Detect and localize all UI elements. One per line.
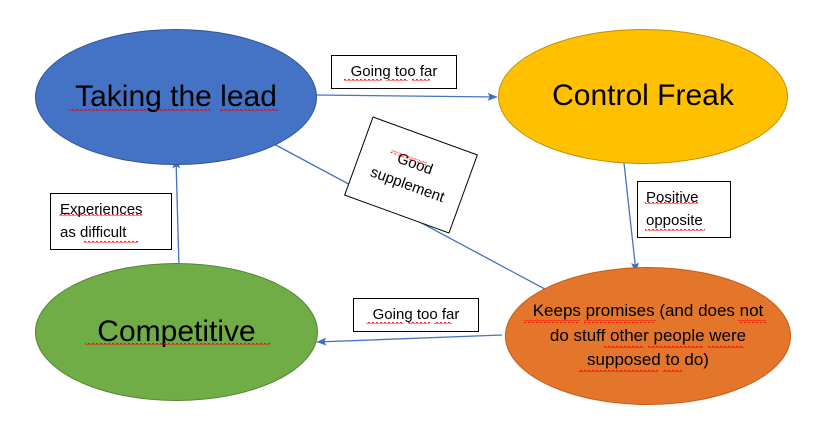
edge-label-good-supplement-text: Good supplement [368, 149, 447, 207]
edge-label-experiences-as-difficult-text: Experiences as difficult [60, 201, 143, 241]
edge-label-positive-opposite-text: Positive opposite [646, 189, 703, 229]
edge-label-going-too-far-bottom[interactable]: Going too far [353, 298, 479, 332]
node-competitive-label: Competitive [97, 314, 256, 348]
edge-label-going-too-far-bottom-text: Going too far [372, 305, 460, 323]
node-keeps-promises[interactable]: Keeps promises (and does not do stuff ot… [505, 267, 791, 405]
edge-label-positive-opposite[interactable]: Positive opposite [637, 181, 731, 238]
arrow-competitive-to-lead [172, 158, 181, 269]
edge-label-experiences-as-difficult[interactable]: Experiences as difficult [50, 193, 172, 250]
node-taking-the-lead-label: Taking the lead [75, 79, 277, 113]
node-control-freak[interactable]: Control Freak [498, 29, 788, 164]
arrow-freak-to-promises [623, 162, 639, 273]
node-keeps-promises-label: Keeps promises (and does not do stuff ot… [532, 301, 764, 370]
node-competitive[interactable]: Competitive [35, 263, 318, 401]
edge-label-going-too-far-top[interactable]: Going too far [331, 55, 457, 89]
arrow-promises-to-competitive [316, 334, 503, 346]
node-taking-the-lead[interactable]: Taking the lead [35, 29, 317, 165]
arrow-lead-to-freak [315, 92, 498, 101]
node-control-freak-label: Control Freak [552, 79, 734, 113]
edge-label-going-too-far-top-text: Going too far [350, 62, 438, 80]
